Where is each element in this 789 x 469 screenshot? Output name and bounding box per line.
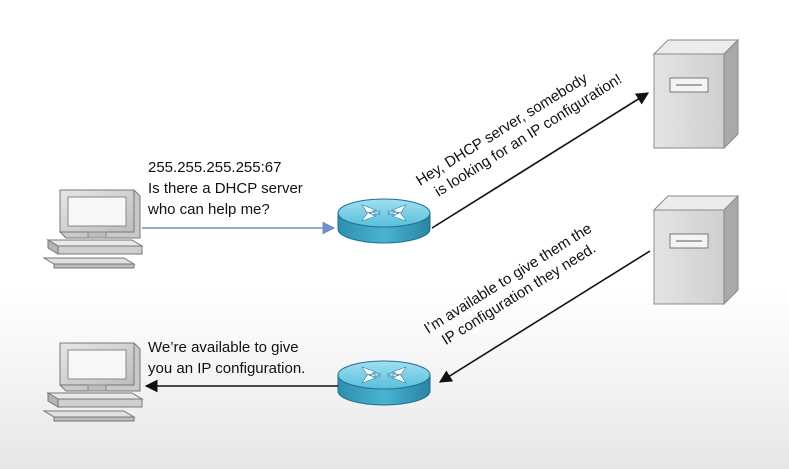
relay-line-1: Hey, DHCP server, somebody bbox=[413, 69, 591, 189]
relay-line-2: is looking for an IP configuration! bbox=[432, 71, 625, 201]
server-reply-label: I’m available to give them the IP config… bbox=[421, 220, 599, 349]
relay-to-server-label: Hey, DHCP server, somebody is looking fo… bbox=[413, 69, 625, 201]
offer-line-2: you an IP configuration. bbox=[148, 360, 305, 377]
offer-label: We’re available to give you an IP config… bbox=[148, 339, 305, 377]
server-top-icon bbox=[653, 39, 739, 149]
router-top-icon bbox=[337, 198, 431, 244]
client-computer-top-icon bbox=[43, 189, 143, 269]
server-bottom-icon bbox=[653, 195, 739, 305]
request-line-2: who can help me? bbox=[147, 201, 270, 218]
discover-label: 255.255.255.255:67 Is there a DHCP serve… bbox=[147, 159, 303, 218]
broadcast-address: 255.255.255.255:67 bbox=[148, 159, 281, 176]
server-to-relay-arrow bbox=[438, 250, 651, 383]
relay-to-server-arrow bbox=[431, 92, 650, 229]
offer-line-1: We’re available to give bbox=[148, 339, 299, 356]
server-reply-line-1: I’m available to give them the bbox=[421, 220, 595, 337]
request-line-1: Is there a DHCP server bbox=[148, 180, 303, 197]
router-bottom-icon bbox=[337, 360, 431, 406]
client-computer-bottom-icon bbox=[43, 342, 143, 422]
